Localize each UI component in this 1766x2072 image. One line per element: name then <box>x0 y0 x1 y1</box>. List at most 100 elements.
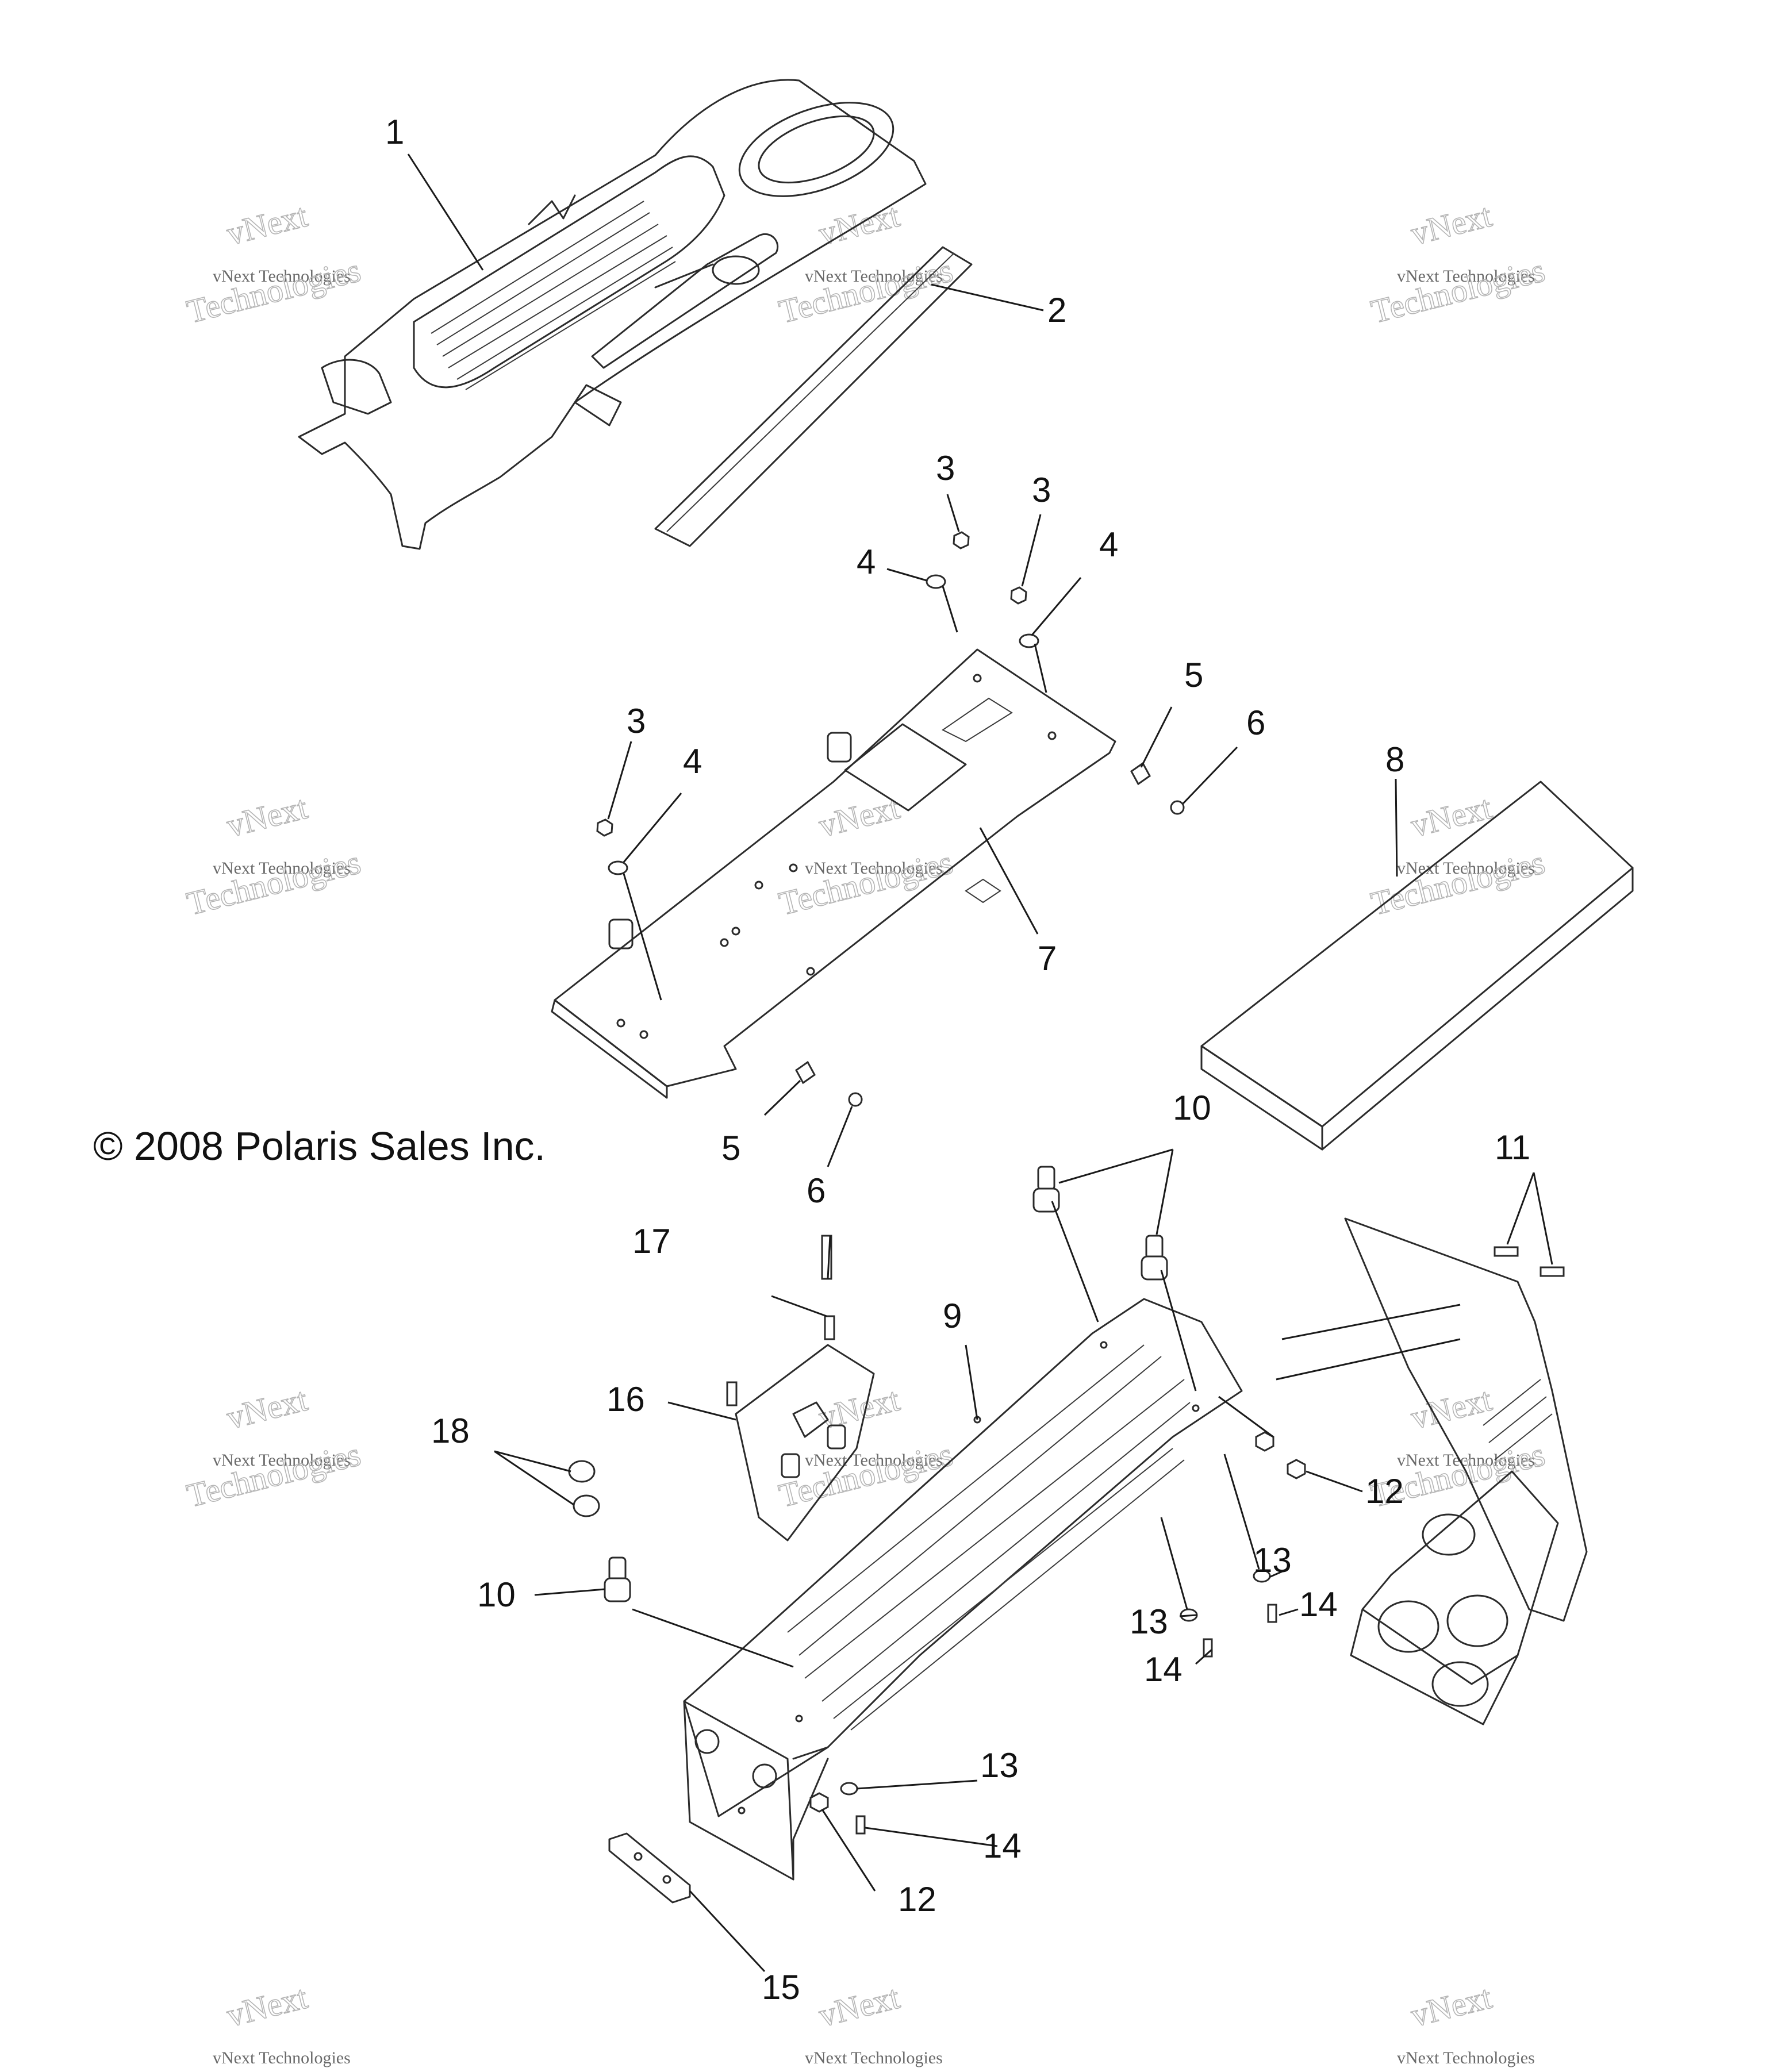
watermark-technologies: Technologies <box>775 251 957 330</box>
callout-18: 18 <box>431 1412 470 1450</box>
callout-3: 3 <box>936 449 955 487</box>
watermark: vNext vNext Technologies <box>1397 1978 1535 2067</box>
watermark-technologies: Technologies <box>775 843 957 922</box>
watermark-technologies: Technologies <box>775 1435 957 1514</box>
leader-lines <box>407 153 1553 1973</box>
watermark-vnext: vNext <box>223 789 311 844</box>
callout-15: 15 <box>762 1968 800 2006</box>
callout-14: 14 <box>1299 1585 1338 1624</box>
watermark-technologies: Technologies <box>1368 251 1549 330</box>
watermark: vNext vNext Technologies Technologies <box>1367 788 1549 923</box>
callout-17: 17 <box>632 1222 671 1260</box>
watermark-text: vNext Technologies <box>1397 267 1535 286</box>
clip-5a <box>1130 762 1151 786</box>
callout-7: 7 <box>1038 939 1057 978</box>
callout-8: 8 <box>1385 740 1404 779</box>
part-rear-assembly <box>1344 1217 1588 1725</box>
watermark-technologies: Technologies <box>183 843 364 922</box>
watermark-text: vNext Technologies <box>1397 2048 1535 2067</box>
watermark: vNext vNext Technologies Technologies <box>775 788 957 923</box>
callout-13: 13 <box>1253 1541 1292 1579</box>
callout-13: 13 <box>1130 1602 1168 1641</box>
part-9-skid <box>683 1298 1243 1881</box>
nut-3c <box>596 818 613 837</box>
watermark-vnext: vNext <box>223 1978 311 2034</box>
screw-6a <box>1170 800 1185 815</box>
part-2-strip <box>654 246 973 547</box>
callout-1: 1 <box>385 113 404 151</box>
callout-4: 4 <box>857 543 876 581</box>
part-7-plate <box>551 648 1116 1099</box>
callout-9: 9 <box>943 1297 962 1335</box>
watermark-vnext: vNext <box>223 1381 311 1436</box>
screw-17a <box>824 1315 835 1340</box>
watermark: vNext vNext Technologies <box>805 1978 943 2067</box>
watermark: vNext vNext Technologies Technologies <box>183 788 365 923</box>
washer-13c <box>840 1782 858 1796</box>
washer-4b <box>1019 633 1039 648</box>
callout-14: 14 <box>1144 1650 1183 1689</box>
watermark: vNext vNext Technologies Technologies <box>183 1380 365 1515</box>
callout-13: 13 <box>980 1746 1019 1785</box>
watermark-technologies: Technologies <box>183 1435 364 1514</box>
callout-11: 11 <box>1495 1128 1530 1167</box>
watermark-text: vNext Technologies <box>1397 859 1535 878</box>
part-1-console <box>298 79 927 550</box>
callout-6: 6 <box>1246 704 1265 742</box>
screw-6b <box>848 1092 863 1107</box>
bushing-18b <box>573 1494 600 1517</box>
nut-12a <box>1255 1431 1274 1452</box>
callout-2: 2 <box>1047 291 1066 329</box>
callout-10: 10 <box>477 1575 516 1614</box>
callout-14: 14 <box>983 1827 1022 1865</box>
hardware <box>568 531 1565 1835</box>
pin-14a <box>1267 1604 1277 1623</box>
post-10a <box>1032 1166 1060 1213</box>
watermark-text: vNext Technologies <box>213 1451 351 1470</box>
part-16-bracket <box>735 1344 875 1541</box>
watermark: vNext vNext Technologies Technologies <box>775 1380 957 1515</box>
callout-6: 6 <box>807 1171 826 1210</box>
copyright-text: © 2008 Polaris Sales Inc. <box>93 1124 546 1168</box>
watermark: vNext vNext Technologies Technologies <box>1367 196 1549 331</box>
callout-3: 3 <box>1032 471 1051 509</box>
watermark-vnext: vNext <box>1407 1978 1495 2034</box>
pin-14c <box>855 1815 866 1835</box>
watermark: vNext vNext Technologies Technologies <box>183 196 365 331</box>
callout-5: 5 <box>1184 656 1203 694</box>
watermark-text: vNext Technologies <box>213 2048 351 2067</box>
post-10b <box>1141 1235 1168 1281</box>
watermark-vnext: vNext <box>1407 197 1495 252</box>
nut-3b <box>1010 586 1027 605</box>
callout-5: 5 <box>721 1129 740 1167</box>
callouts: 1 2 3 3 4 4 3 4 5 6 8 7 5 6 10 11 17 9 1… <box>385 113 1530 2006</box>
watermark-text: vNext Technologies <box>805 2048 943 2067</box>
watermark-technologies: Technologies <box>1368 843 1549 922</box>
watermark-text: vNext Technologies <box>213 859 351 878</box>
nut-3a <box>953 531 970 549</box>
watermark-text: vNext Technologies <box>805 859 943 878</box>
watermark: vNext vNext Technologies <box>213 1978 351 2067</box>
watermark-text: vNext Technologies <box>213 267 351 286</box>
watermark-vnext: vNext <box>815 789 903 844</box>
callout-4: 4 <box>1099 525 1118 564</box>
callout-3: 3 <box>627 702 646 740</box>
watermark-vnext: vNext <box>815 1978 903 2034</box>
clip-5b <box>795 1060 816 1085</box>
screw-17b <box>726 1381 738 1406</box>
watermark: vNext vNext Technologies Technologies <box>775 196 957 331</box>
callout-10: 10 <box>1173 1089 1211 1127</box>
watermark-technologies: Technologies <box>183 251 364 330</box>
watermark-text: vNext Technologies <box>805 1451 943 1470</box>
watermark-vnext: vNext <box>1407 789 1495 844</box>
bolt-11b <box>1540 1266 1565 1277</box>
watermark-vnext: vNext <box>223 197 311 252</box>
watermark-text: vNext Technologies <box>1397 1451 1535 1470</box>
part-15-plate <box>608 1832 691 1904</box>
callout-4: 4 <box>683 742 702 781</box>
washer-4c <box>608 860 628 875</box>
part-8-pad <box>1200 781 1634 1151</box>
nut-12b <box>1287 1459 1306 1479</box>
post-10c <box>604 1556 631 1602</box>
